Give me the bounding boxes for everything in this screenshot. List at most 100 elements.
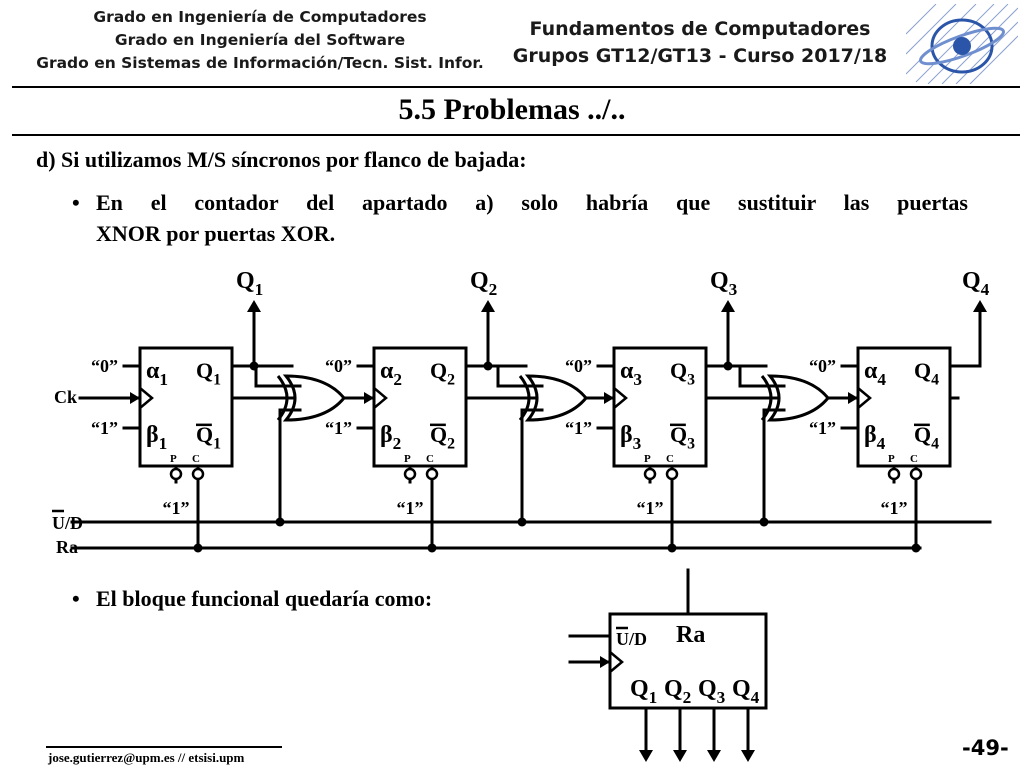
item-d: d) Si utilizamos M/S síncronos por flanc… bbox=[36, 147, 527, 172]
q3-top-label: Q3 bbox=[710, 268, 738, 299]
beta-3-label: β3 bbox=[620, 422, 642, 453]
preset-one-label: “1” bbox=[163, 498, 190, 518]
degree-line-1: Grado en Ingeniería de Computadores bbox=[93, 8, 427, 26]
clock-input-icon bbox=[373, 387, 388, 409]
clear-pin-label: C bbox=[426, 453, 434, 465]
footer-rule bbox=[46, 746, 282, 748]
university-logo-icon bbox=[906, 4, 1018, 84]
bullet-2: •El bloque funcional quedaría como: bbox=[72, 586, 433, 611]
bullet-2-text: El bloque funcional quedaría como: bbox=[96, 586, 433, 611]
course-groups: Grupos GT12/GT13 - Curso 2017/18 bbox=[512, 45, 888, 67]
title-rule-top bbox=[12, 86, 1020, 88]
beta-1-label: β1 bbox=[146, 422, 167, 453]
input-one-label: “1” bbox=[565, 418, 592, 438]
flipflop-1 bbox=[138, 346, 234, 468]
block-ra-label: Ra bbox=[676, 622, 705, 648]
qbar3-output-label: Q3 bbox=[670, 422, 695, 453]
qbar1-output-label: Q1 bbox=[196, 422, 221, 453]
ra-label: Ra bbox=[56, 537, 78, 557]
clock-input-icon bbox=[613, 387, 628, 409]
inversion-bubble bbox=[191, 467, 205, 481]
clear-pin-label: C bbox=[666, 453, 674, 465]
block-q3-label: Q3 bbox=[698, 676, 726, 707]
input-one-label: “1” bbox=[809, 418, 836, 438]
q1-top-label: Q1 bbox=[236, 268, 263, 299]
alpha-3-label: α3 bbox=[620, 358, 642, 389]
arrow-right-icon bbox=[600, 656, 610, 668]
degree-line-2: Grado en Ingeniería del Software bbox=[114, 31, 406, 49]
header-degrees: Grado en Ingeniería de Computadores Grad… bbox=[0, 6, 520, 75]
preset-one-label: “1” bbox=[397, 498, 424, 518]
bullet-1: •En el contador del apartado a) solo hab… bbox=[72, 190, 968, 215]
junction-dot bbox=[427, 543, 437, 553]
junction-dot bbox=[759, 517, 769, 527]
title-rule-bottom bbox=[12, 134, 1020, 136]
clock-input-icon bbox=[609, 651, 624, 673]
block-q1-label: Q1 bbox=[630, 676, 657, 707]
preset-pin-label: P bbox=[644, 453, 651, 465]
input-zero-label: “0” bbox=[809, 356, 836, 376]
input-one-label: “1” bbox=[325, 418, 352, 438]
input-zero-label: “0” bbox=[565, 356, 592, 376]
inversion-bubble bbox=[169, 467, 183, 481]
clear-pin-label: C bbox=[192, 453, 200, 465]
header-course: Fundamentos de Computadores Grupos GT12/… bbox=[505, 16, 895, 70]
clock-input-icon bbox=[139, 387, 154, 409]
clear-pin-label: C bbox=[910, 453, 918, 465]
alpha-2-label: α2 bbox=[380, 358, 402, 389]
input-zero-label: “0” bbox=[325, 356, 352, 376]
beta-4-label: β4 bbox=[864, 422, 886, 453]
page-number: -49- bbox=[962, 736, 1009, 760]
preset-one-label: “1” bbox=[637, 498, 664, 518]
degree-line-3: Grado en Sistemas de Información/Tecn. S… bbox=[36, 54, 484, 72]
clock-label: Ck bbox=[54, 387, 77, 407]
preset-pin-label: P bbox=[888, 453, 895, 465]
beta-2-label: β2 bbox=[380, 422, 401, 453]
inversion-bubble bbox=[643, 467, 657, 481]
footer-email: jose.gutierrez@upm.es // etsisi.upm bbox=[48, 750, 245, 765]
bullet-1-continuation: XNOR por puertas XOR. bbox=[96, 221, 336, 246]
clock-input-icon bbox=[857, 387, 872, 409]
qbar2-output-label: Q2 bbox=[430, 422, 455, 453]
inversion-bubble bbox=[425, 467, 439, 481]
input-one-label: “1” bbox=[91, 418, 118, 438]
junction-dot bbox=[911, 543, 921, 553]
q3-output-label: Q3 bbox=[670, 358, 695, 389]
course-name: Fundamentos de Computadores bbox=[529, 18, 871, 40]
xor-gate-3 bbox=[766, 374, 830, 422]
arrow-down-icon bbox=[639, 750, 653, 762]
junction-dot bbox=[517, 517, 527, 527]
block-q4-label: Q4 bbox=[732, 676, 760, 707]
inversion-bubble bbox=[403, 467, 417, 481]
inversion-bubble bbox=[887, 467, 901, 481]
preset-pin-label: P bbox=[404, 453, 411, 465]
q2-output-label: Q2 bbox=[430, 358, 455, 389]
q2-top-label: Q2 bbox=[470, 268, 497, 299]
xor-gate-2 bbox=[524, 374, 588, 422]
block-q2-label: Q2 bbox=[664, 676, 691, 707]
arrow-down-icon bbox=[741, 750, 755, 762]
q4-output-label: Q4 bbox=[914, 358, 939, 389]
qbar4-output-label: Q4 bbox=[914, 422, 939, 453]
flipflop-2 bbox=[372, 346, 468, 468]
q1-output-label: Q1 bbox=[196, 358, 221, 389]
inversion-bubble bbox=[909, 467, 923, 481]
inversion-bubble bbox=[665, 467, 679, 481]
block-ud-label: U/D bbox=[616, 629, 647, 649]
alpha-4-label: α4 bbox=[864, 358, 886, 389]
slide-title: 5.5 Problemas ../.. bbox=[398, 93, 626, 126]
arrow-down-icon bbox=[707, 750, 721, 762]
preset-one-label: “1” bbox=[881, 498, 908, 518]
input-zero-label: “0” bbox=[91, 356, 118, 376]
junction-dot bbox=[275, 517, 285, 527]
arrow-down-icon bbox=[673, 750, 687, 762]
junction-dot bbox=[193, 543, 203, 553]
bullet-1-text: En el contador del apartado a) solo habr… bbox=[96, 190, 968, 215]
xor-gate-1 bbox=[282, 374, 346, 422]
q4-top-label: Q4 bbox=[962, 268, 990, 299]
ud-label: U/D bbox=[52, 513, 83, 533]
junction-dot bbox=[667, 543, 677, 553]
alpha-1-label: α1 bbox=[146, 358, 168, 389]
arrow-up-icon bbox=[973, 300, 987, 312]
